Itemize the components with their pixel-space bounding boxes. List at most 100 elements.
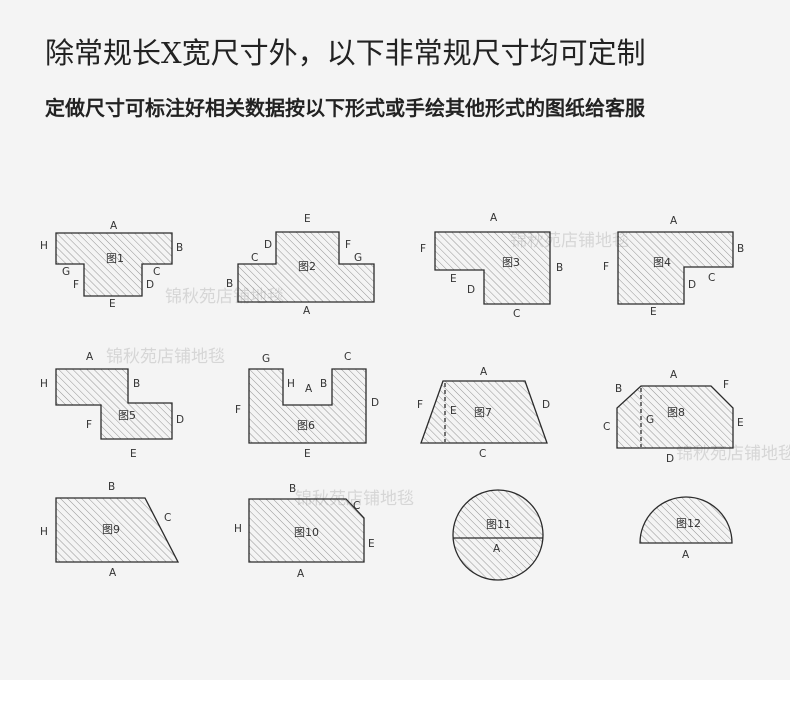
- content-panel: [0, 0, 790, 680]
- edge-label: H: [40, 526, 48, 538]
- edge-label: C: [603, 421, 610, 433]
- edge-label: B: [289, 483, 296, 495]
- figure-11: 图11 A: [452, 489, 544, 581]
- edge-label: D: [467, 284, 475, 296]
- figure-1-outline: [55, 232, 173, 297]
- edge-label: H: [234, 523, 242, 535]
- edge-label: C: [513, 308, 520, 320]
- figure-8-label: 图8: [667, 406, 685, 419]
- figure-11-outline: [452, 489, 544, 581]
- figure-7: 图7 A F E D C: [417, 366, 550, 460]
- edge-label: D: [146, 279, 154, 291]
- edge-label: D: [176, 414, 184, 426]
- edge-label: B: [737, 243, 744, 255]
- edge-label: G: [262, 353, 270, 365]
- edge-label: D: [371, 397, 379, 409]
- edge-label: A: [297, 568, 305, 580]
- figure-9: 图9 B C H A: [40, 481, 180, 579]
- figure-3-label: 图3: [502, 256, 520, 269]
- figure-9-label: 图9: [102, 523, 120, 536]
- edge-label: C: [353, 500, 360, 512]
- edge-label: E: [130, 448, 137, 460]
- edge-label: A: [480, 366, 488, 378]
- edge-label: C: [251, 252, 258, 264]
- edge-label: E: [304, 213, 311, 225]
- watermark-text: 锦秋苑店铺地毯: [106, 347, 225, 367]
- figure-11-label: 图11: [486, 518, 511, 531]
- edge-label: F: [345, 239, 351, 251]
- edge-label: C: [479, 448, 486, 460]
- edge-label: B: [226, 278, 233, 290]
- figure-1-label: 图1: [106, 252, 124, 265]
- figure-7-outline: [420, 380, 548, 444]
- edge-label: C: [708, 272, 715, 284]
- edge-label: B: [556, 262, 563, 274]
- edge-label: B: [108, 481, 115, 493]
- figure-6: 图6 G C H B A F D E: [235, 351, 379, 460]
- edge-label: F: [420, 243, 426, 255]
- edge-label: B: [320, 378, 327, 390]
- edge-label: F: [723, 379, 729, 391]
- edge-label: C: [164, 512, 171, 524]
- figure-2-outline: [237, 231, 375, 303]
- figure-2: 图2 E D F C G B A: [226, 213, 375, 317]
- figure-12-label: 图12: [676, 517, 701, 530]
- figure-10-outline: [248, 498, 365, 563]
- figure-10-label: 图10: [294, 526, 319, 539]
- figure-10: 图10 B C H E A: [234, 483, 375, 580]
- edge-label: B: [176, 242, 183, 254]
- figure-8-outline: [616, 385, 734, 449]
- figure-4-label: 图4: [653, 256, 671, 269]
- watermark-text: 锦秋苑店铺地毯: [676, 444, 790, 464]
- edge-label: H: [287, 378, 295, 390]
- edge-label: A: [109, 567, 117, 579]
- figure-1: 图1 A H B G C F D E: [40, 220, 183, 310]
- edge-label: D: [666, 453, 674, 465]
- edge-label: E: [109, 298, 116, 310]
- edge-label: A: [493, 543, 501, 555]
- figure-9-outline: [55, 497, 180, 563]
- edge-label: E: [368, 538, 375, 550]
- edge-label: F: [73, 279, 79, 291]
- edge-label: A: [670, 369, 678, 381]
- figure-12: 图12 A: [639, 496, 733, 561]
- edge-label: C: [153, 266, 160, 278]
- edge-label: B: [133, 378, 140, 390]
- figure-8: 图8 B A F C G E D: [603, 369, 744, 465]
- edge-label: B: [615, 383, 622, 395]
- figure-5: 图5 A H B F D E: [40, 351, 184, 460]
- figure-6-label: 图6: [297, 419, 315, 432]
- page-title: 除常规长X宽尺寸外，以下非常规尺寸均可定制: [45, 36, 646, 70]
- edge-label: F: [235, 404, 241, 416]
- edge-label: H: [40, 240, 48, 252]
- edge-label: E: [450, 405, 457, 417]
- figure-4-outline: [617, 231, 734, 305]
- figure-7-label: 图7: [474, 406, 492, 419]
- edge-label: H: [40, 378, 48, 390]
- edge-label: A: [682, 549, 690, 561]
- figure-6-outline: [248, 368, 367, 444]
- page-subtitle: 定做尺寸可标注好相关数据按以下形式或手绘其他形式的图纸给客服: [45, 96, 645, 120]
- edge-label: E: [304, 448, 311, 460]
- edge-label: E: [650, 306, 657, 318]
- edge-label: A: [303, 305, 311, 317]
- edge-label: A: [86, 351, 94, 363]
- figure-3: 图3 A F E D B C: [420, 212, 563, 320]
- edge-label: E: [737, 417, 744, 429]
- edge-label: F: [603, 261, 609, 273]
- edge-label: G: [646, 414, 654, 426]
- edge-label: A: [670, 215, 678, 227]
- edge-label: D: [264, 239, 272, 251]
- figure-3-outline: [434, 231, 551, 305]
- edge-label: G: [62, 266, 70, 278]
- edge-label: D: [542, 399, 550, 411]
- edge-label: D: [688, 279, 696, 291]
- figure-12-outline: [639, 496, 733, 544]
- edge-label: C: [344, 351, 351, 363]
- edge-label: G: [354, 252, 362, 264]
- figure-4: 图4 A B F C D E: [603, 215, 744, 318]
- figure-5-label: 图5: [118, 409, 136, 422]
- edge-label: F: [86, 419, 92, 431]
- figure-2-label: 图2: [298, 260, 316, 273]
